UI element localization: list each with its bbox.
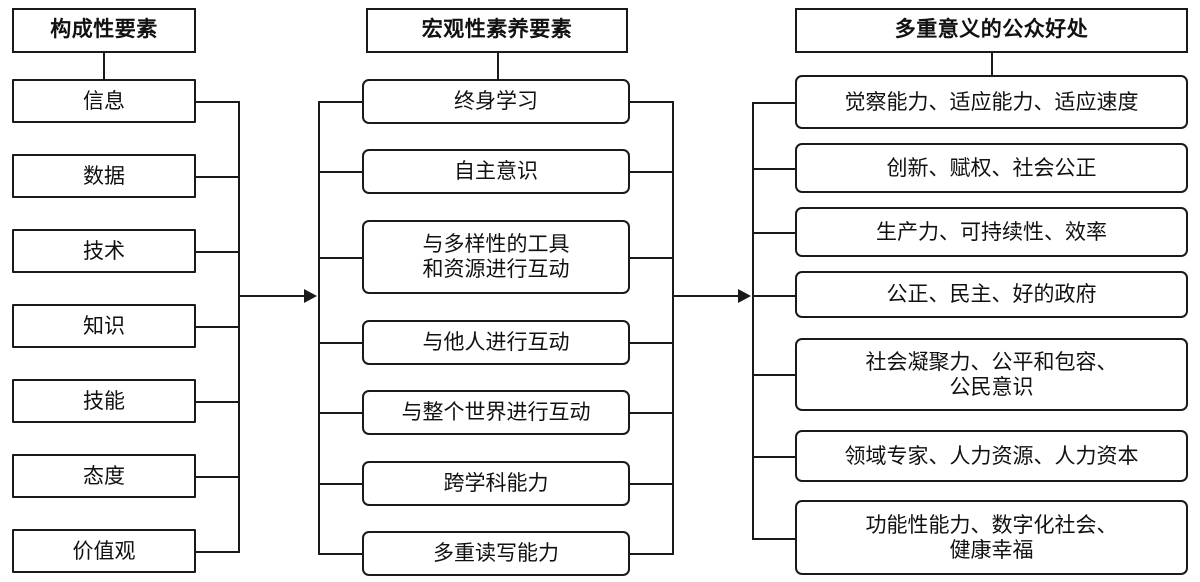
stub-benefits-1 — [752, 168, 795, 170]
stub-constitutive-4 — [196, 401, 240, 403]
stem-benefits-header — [991, 53, 993, 75]
stub-macro-right-5 — [630, 483, 674, 485]
item-benefits-6[interactable]: 功能性能力、数字化社会、 健康幸福 — [795, 500, 1188, 575]
stub-benefits-5 — [752, 456, 795, 458]
arrow-constitutive-to-macro-shaft — [238, 295, 306, 297]
item-constitutive-6[interactable]: 价值观 — [12, 529, 196, 573]
stub-benefits-3 — [752, 295, 795, 297]
item-constitutive-2[interactable]: 技术 — [12, 229, 196, 273]
item-macro-0-label: 终身学习 — [454, 89, 538, 114]
item-macro-5[interactable]: 跨学科能力 — [362, 461, 630, 506]
stub-constitutive-2 — [196, 251, 240, 253]
item-constitutive-6-label: 价值观 — [72, 538, 136, 563]
stub-constitutive-6 — [196, 551, 240, 553]
stub-macro-right-2 — [630, 257, 674, 259]
item-constitutive-5[interactable]: 态度 — [12, 454, 196, 498]
stub-benefits-0 — [752, 102, 795, 104]
item-macro-5-label: 跨学科能力 — [443, 471, 549, 496]
bus-constitutive — [238, 101, 240, 551]
item-constitutive-0-label: 信息 — [83, 88, 125, 113]
item-macro-1-label: 自主意识 — [454, 159, 538, 184]
item-constitutive-4[interactable]: 技能 — [12, 379, 196, 423]
stub-macro-right-4 — [630, 412, 674, 414]
item-benefits-3-label: 公正、民主、好的政府 — [886, 282, 1097, 307]
stub-constitutive-0 — [196, 101, 240, 103]
stub-macro-left-0 — [318, 101, 362, 103]
item-benefits-1-label: 创新、赋权、社会公正 — [886, 155, 1097, 180]
stem-macro-header — [497, 53, 499, 79]
stub-benefits-2 — [752, 232, 795, 234]
stub-macro-left-3 — [318, 342, 362, 344]
item-constitutive-1-label: 数据 — [83, 163, 125, 188]
stub-constitutive-5 — [196, 476, 240, 478]
item-macro-6[interactable]: 多重读写能力 — [362, 531, 630, 576]
stub-macro-left-6 — [318, 553, 362, 555]
item-benefits-2[interactable]: 生产力、可持续性、效率 — [795, 207, 1188, 257]
item-constitutive-3[interactable]: 知识 — [12, 304, 196, 348]
item-macro-1[interactable]: 自主意识 — [362, 149, 630, 194]
stub-macro-left-5 — [318, 483, 362, 485]
item-benefits-4[interactable]: 社会凝聚力、公平和包容、 公民意识 — [795, 338, 1188, 411]
stub-constitutive-1 — [196, 176, 240, 178]
column-header-macro: 宏观性素养要素 — [366, 8, 628, 53]
item-constitutive-2-label: 技术 — [83, 238, 125, 263]
column-header-benefits: 多重意义的公众好处 — [795, 8, 1188, 53]
item-constitutive-0[interactable]: 信息 — [12, 79, 196, 123]
stub-constitutive-3 — [196, 326, 240, 328]
column-header-benefits-label: 多重意义的公众好处 — [894, 18, 1089, 42]
item-macro-6-label: 多重读写能力 — [433, 541, 559, 566]
stub-macro-right-3 — [630, 342, 674, 344]
item-macro-0[interactable]: 终身学习 — [362, 79, 630, 124]
stub-benefits-4 — [752, 374, 795, 376]
stem-constitutive-header — [103, 53, 105, 79]
arrow-constitutive-to-macro-head — [304, 289, 317, 303]
item-macro-2[interactable]: 与多样性的工具 和资源进行互动 — [362, 220, 630, 294]
bus-macro-right — [672, 101, 674, 553]
bus-macro-left — [318, 101, 320, 553]
item-benefits-1[interactable]: 创新、赋权、社会公正 — [795, 143, 1188, 193]
bus-benefits-left — [752, 102, 754, 538]
item-benefits-0-label: 觉察能力、适应能力、适应速度 — [844, 89, 1139, 114]
item-benefits-3[interactable]: 公正、民主、好的政府 — [795, 271, 1188, 318]
item-benefits-5-label: 领域专家、人力资源、人力资本 — [844, 443, 1139, 468]
item-macro-4[interactable]: 与整个世界进行互动 — [362, 390, 630, 435]
item-benefits-4-label: 社会凝聚力、公平和包容、 公民意识 — [865, 349, 1118, 399]
column-header-constitutive: 构成性要素 — [12, 8, 196, 53]
arrow-macro-to-benefits-shaft — [672, 295, 740, 297]
stub-macro-right-0 — [630, 101, 674, 103]
stub-benefits-6 — [752, 538, 795, 540]
item-benefits-6-label: 功能性能力、数字化社会、 健康幸福 — [865, 512, 1118, 562]
stub-macro-left-1 — [318, 171, 362, 173]
column-header-constitutive-label: 构成性要素 — [50, 18, 158, 42]
item-constitutive-1[interactable]: 数据 — [12, 154, 196, 198]
stub-macro-right-1 — [630, 171, 674, 173]
item-macro-3-label: 与他人进行互动 — [422, 330, 570, 355]
arrow-macro-to-benefits-head — [738, 289, 751, 303]
item-benefits-5[interactable]: 领域专家、人力资源、人力资本 — [795, 430, 1188, 482]
item-benefits-0[interactable]: 觉察能力、适应能力、适应速度 — [795, 75, 1188, 129]
item-macro-4-label: 与整个世界进行互动 — [401, 400, 591, 425]
stub-macro-left-2 — [318, 257, 362, 259]
item-macro-2-label: 与多样性的工具 和资源进行互动 — [422, 232, 570, 281]
column-header-macro-label: 宏观性素养要素 — [421, 18, 573, 42]
item-constitutive-3-label: 知识 — [83, 313, 125, 338]
item-macro-3[interactable]: 与他人进行互动 — [362, 320, 630, 365]
stub-macro-right-6 — [630, 553, 674, 555]
stub-macro-left-4 — [318, 412, 362, 414]
item-constitutive-5-label: 态度 — [83, 463, 125, 488]
item-constitutive-4-label: 技能 — [83, 388, 125, 413]
item-benefits-2-label: 生产力、可持续性、效率 — [876, 219, 1107, 244]
